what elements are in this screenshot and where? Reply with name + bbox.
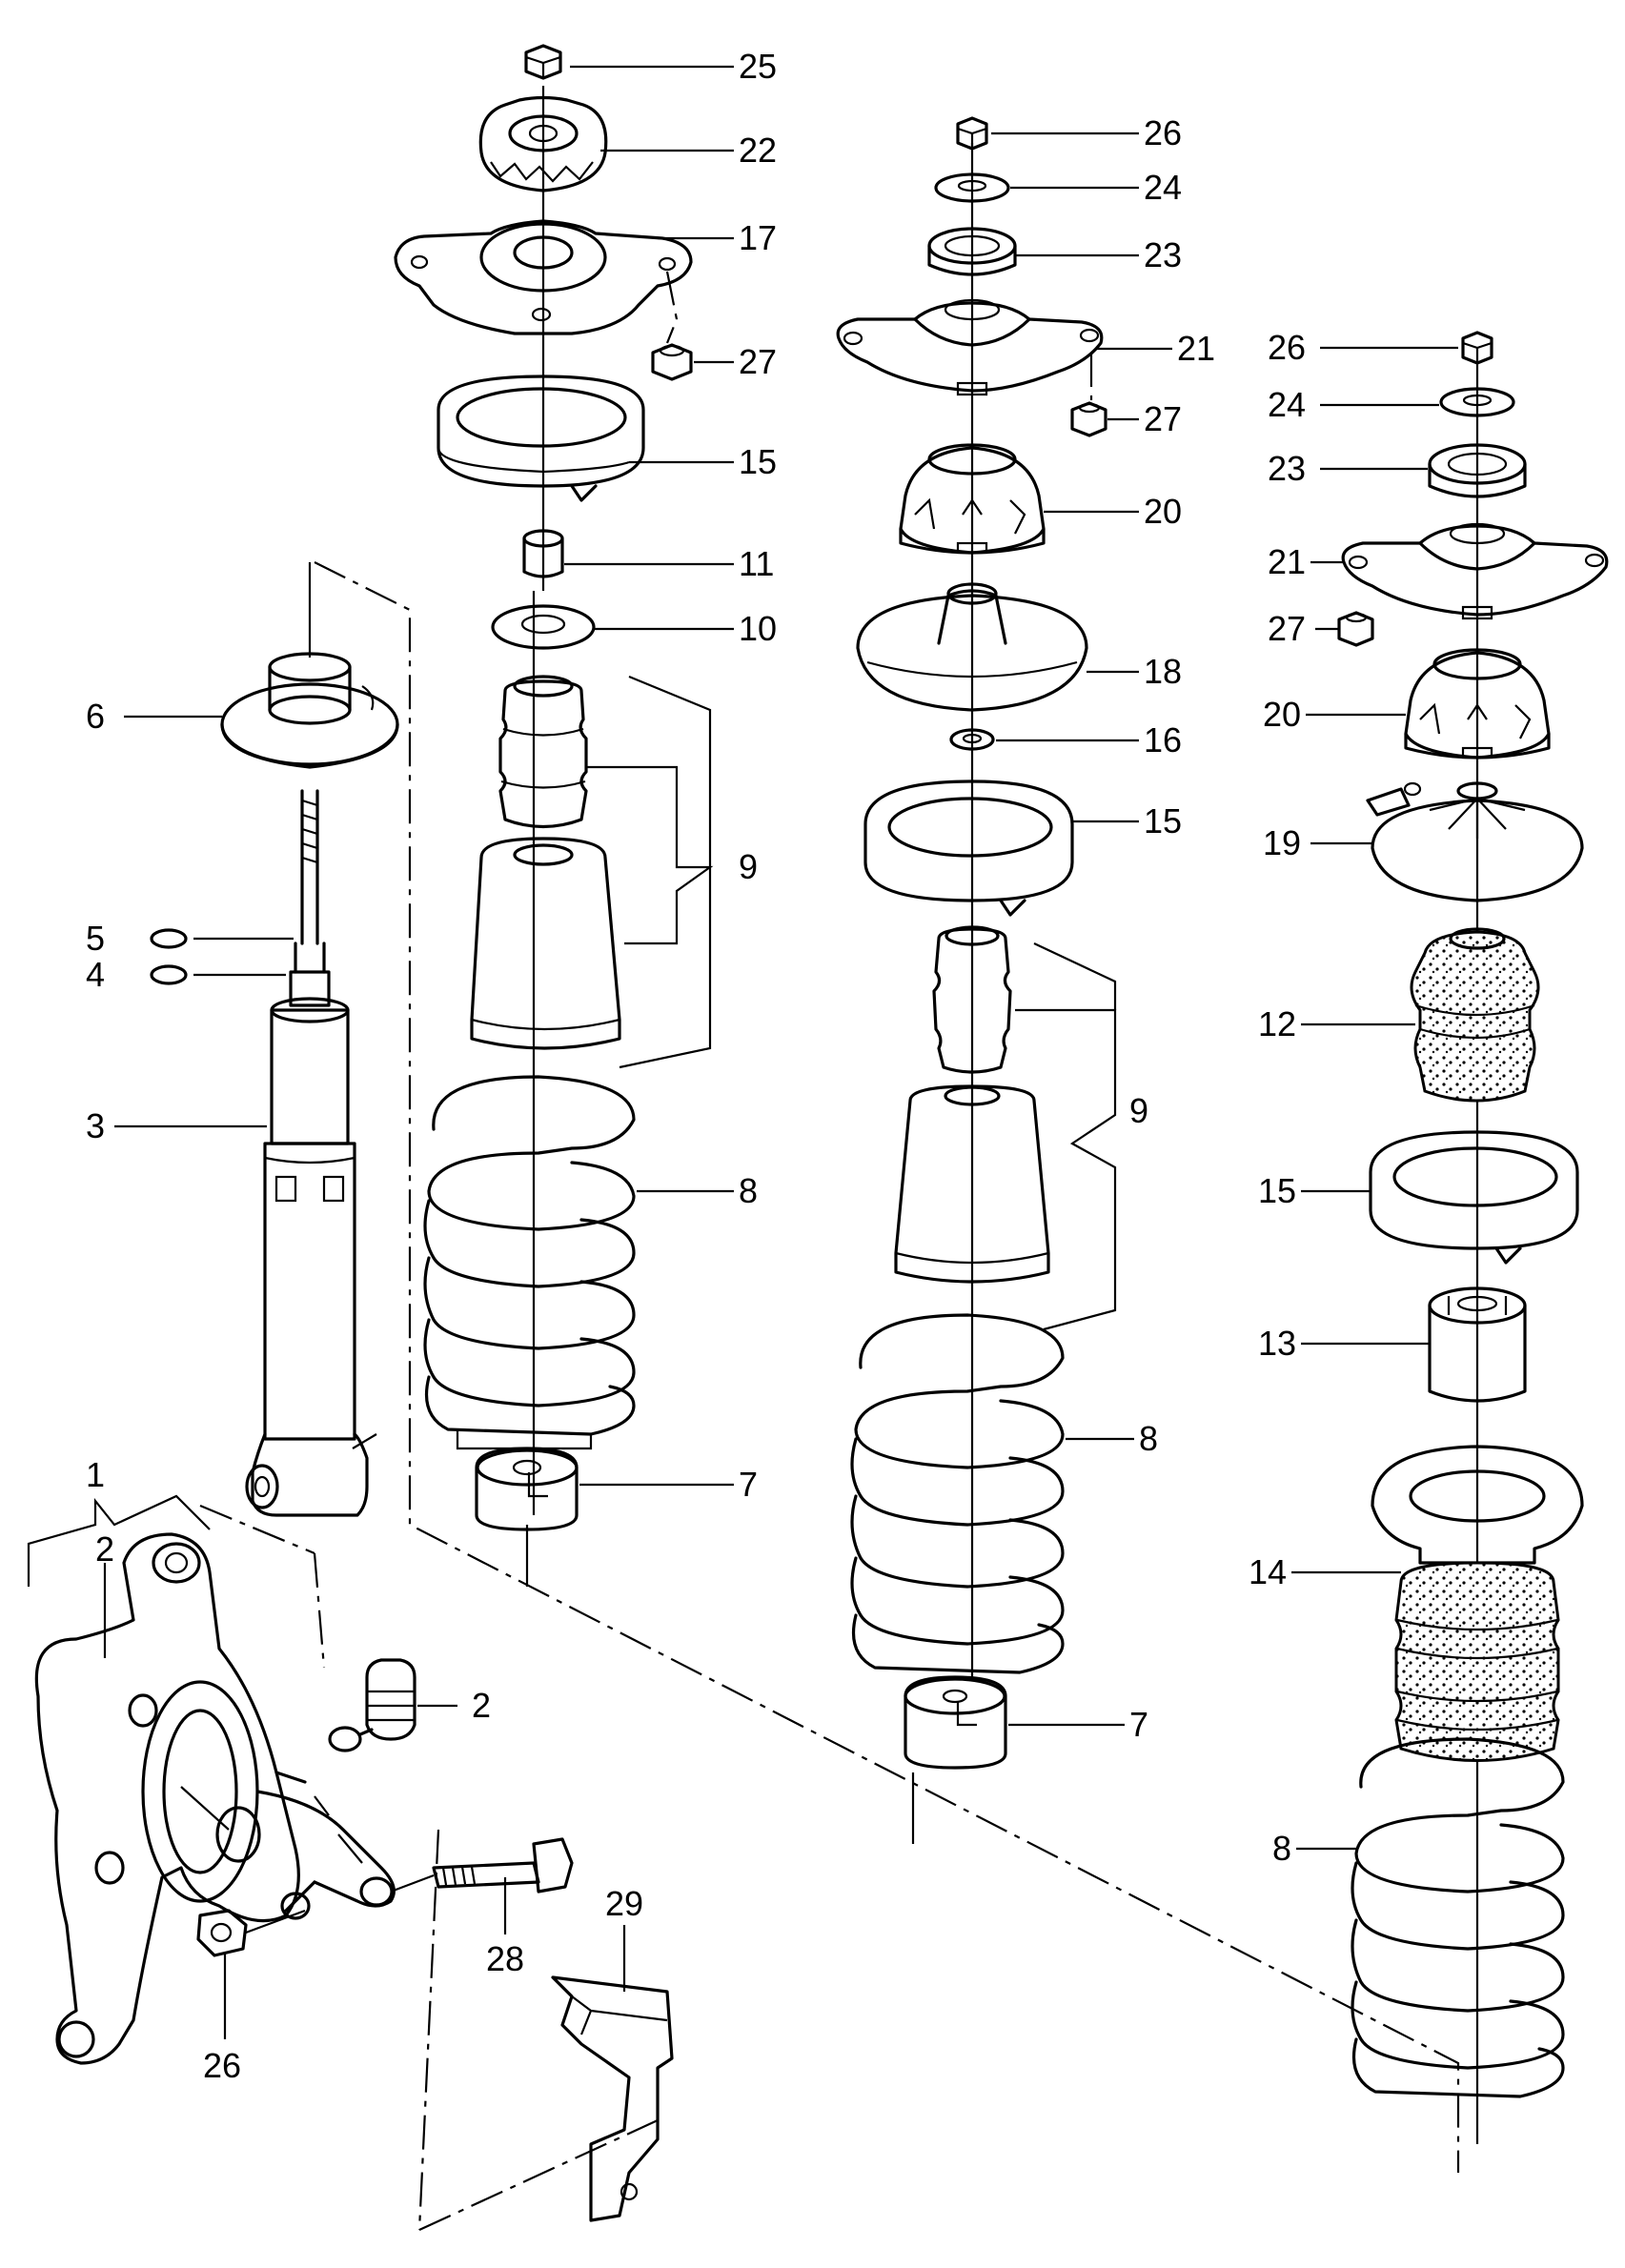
callout-7-a: 7 (739, 1465, 758, 1504)
o-ring-5 (150, 928, 188, 949)
coil-spring-8-c (1351, 1737, 1565, 2098)
spring-seat-15-c (1369, 1130, 1579, 1265)
callout-2-a: 2 (95, 1529, 114, 1569)
callout-3: 3 (86, 1106, 105, 1145)
callout-26-b: 26 (1268, 328, 1306, 367)
spring-seat-15-a (437, 375, 645, 502)
strut-top-column-3 (836, 116, 1107, 1770)
callout-15-b: 15 (1144, 801, 1182, 840)
callout-16: 16 (1144, 720, 1182, 759)
washer-16 (949, 728, 995, 751)
shock-absorber-body (245, 997, 369, 1517)
callout-14: 14 (1249, 1552, 1287, 1591)
spring-plate-18 (856, 582, 1088, 712)
bush-11 (522, 529, 564, 578)
strut-mount-21-a (836, 298, 1104, 400)
callout-15-a: 15 (739, 442, 777, 481)
hex-nut-26-a (956, 116, 988, 151)
bearing-stop-22 (478, 95, 608, 192)
spring-seat-15-b (863, 780, 1074, 917)
strut-assembly (150, 562, 399, 1517)
bump-stop-mount-20-a (899, 443, 1046, 555)
callout-13: 13 (1258, 1324, 1296, 1363)
bearing-23-b (1428, 443, 1527, 498)
bracket-29 (551, 1975, 674, 2222)
callout-26-c: 26 (203, 2046, 241, 2085)
callout-5: 5 (86, 919, 105, 958)
bolt-28 (432, 1837, 574, 1893)
protective-cap-9-a (470, 837, 621, 1050)
spring-plate-19 (1366, 781, 1584, 902)
flange-nut-27-a (651, 343, 693, 381)
washer-24-b (1439, 387, 1515, 417)
callout-26-a: 26 (1144, 113, 1182, 152)
bump-stop-7-a (475, 1447, 579, 1531)
callout-28: 28 (486, 1939, 524, 1978)
callout-7-b: 7 (1129, 1705, 1148, 1744)
buffer-12 (1410, 927, 1540, 1103)
bush-13 (1428, 1286, 1527, 1403)
callout-29: 29 (605, 1884, 643, 1923)
callout-2-b: 2 (472, 1686, 491, 1725)
callout-25: 25 (739, 47, 777, 86)
callout-18: 18 (1144, 652, 1182, 691)
callout-23-a: 23 (1144, 235, 1182, 274)
hex-nut-25 (524, 44, 562, 80)
bump-stop-mount-20-b (1404, 648, 1551, 759)
washer-24-a (934, 172, 1010, 203)
buffer-9-a (498, 675, 588, 829)
callout-9-a: 9 (739, 847, 758, 886)
coil-spring-8-a (423, 1075, 636, 1450)
leader-lines (27, 65, 1458, 2039)
bump-stop-7-b (904, 1675, 1007, 1770)
callout-17: 17 (739, 218, 777, 257)
callout-12: 12 (1258, 1004, 1296, 1043)
spring-plate (220, 562, 399, 769)
callout-15-c: 15 (1258, 1171, 1296, 1210)
callout-19: 19 (1263, 823, 1301, 862)
wheel-bearing-housing (34, 1532, 396, 2065)
callout-labels: 25 22 17 27 15 11 10 9 8 7 26 24 23 21 2… (86, 47, 1306, 2085)
hex-nut-26-b (1461, 331, 1493, 365)
callout-24-a: 24 (1144, 168, 1182, 207)
callout-23-b: 23 (1268, 449, 1306, 488)
hex-nut-26-lower (196, 1909, 248, 1957)
callout-20-b: 20 (1263, 695, 1301, 734)
flange-nut-27-c (1337, 611, 1374, 647)
callout-27-a: 27 (739, 342, 777, 381)
protective-cap-9-b (894, 1084, 1050, 1284)
washer-10 (491, 604, 596, 650)
callout-21-b: 21 (1268, 542, 1306, 581)
callout-27-c: 27 (1268, 609, 1306, 648)
callout-8-b: 8 (1139, 1419, 1158, 1458)
flange-nut-27-b (1070, 401, 1107, 437)
coil-spring-8-b (850, 1313, 1065, 1674)
callout-20-a: 20 (1144, 492, 1182, 531)
strut-mount-17 (394, 219, 693, 344)
callout-8-c: 8 (1272, 1829, 1291, 1868)
callout-10: 10 (739, 609, 777, 648)
protective-cap-14 (1371, 1445, 1584, 1762)
callout-22: 22 (739, 131, 777, 170)
bearing-23-a (927, 227, 1017, 276)
callout-8-a: 8 (739, 1171, 758, 1210)
ball-joint (328, 1658, 416, 1752)
callout-27-b: 27 (1144, 399, 1182, 438)
callout-21-a: 21 (1177, 329, 1215, 368)
strut-mount-21-b (1341, 522, 1609, 620)
assembly-lines (199, 561, 1460, 2231)
callout-6: 6 (86, 697, 105, 736)
piston-rod (289, 789, 331, 1007)
o-ring-4 (150, 964, 188, 985)
strut-top-column (394, 44, 693, 1531)
callout-4: 4 (86, 955, 105, 994)
callout-9-b: 9 (1129, 1091, 1148, 1130)
callout-11: 11 (739, 544, 774, 583)
buffer-9-b (932, 925, 1012, 1074)
strut-column-4 (1337, 331, 1609, 2144)
callout-24-b: 24 (1268, 385, 1306, 424)
callout-1: 1 (86, 1455, 105, 1494)
